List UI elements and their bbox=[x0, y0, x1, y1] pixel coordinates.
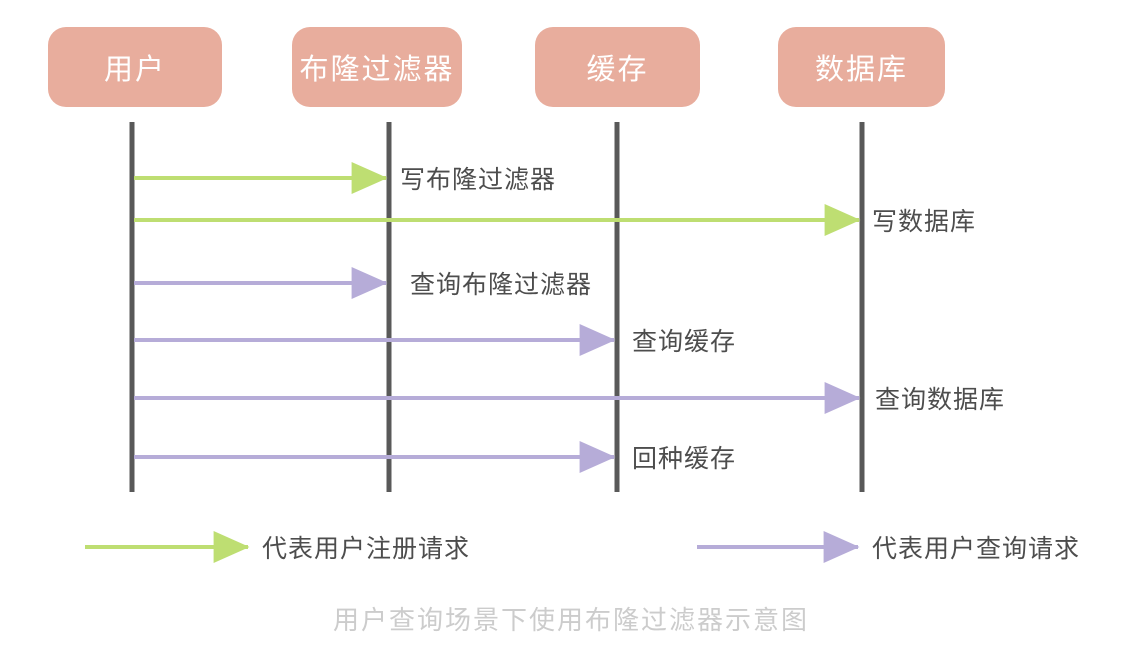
actor-box-db[interactable]: 数据库 bbox=[778, 27, 945, 107]
message-label-5: 查询数据库 bbox=[875, 387, 1006, 414]
lifelines-group bbox=[129, 122, 865, 492]
actor-box-user[interactable]: 用户 bbox=[48, 27, 222, 107]
actor-box-cache[interactable]: 缓存 bbox=[535, 27, 700, 107]
legend-label-register: 代表用户注册请求 bbox=[262, 536, 471, 563]
actor-label-db: 数据库 bbox=[814, 54, 908, 86]
diagram-caption: 用户查询场景下使用布隆过滤器示意图 bbox=[332, 605, 809, 635]
message-label-4: 查询缓存 bbox=[632, 329, 737, 356]
message-label-6: 回种缓存 bbox=[632, 446, 737, 473]
actor-label-cache: 缓存 bbox=[586, 54, 649, 86]
message-arrows-group bbox=[134, 162, 861, 473]
actor-label-bloom: 布隆过滤器 bbox=[299, 54, 455, 86]
message-label-1: 写布隆过滤器 bbox=[400, 167, 557, 194]
message-label-3: 查询布隆过滤器 bbox=[410, 272, 593, 299]
legend-label-query: 代表用户查询请求 bbox=[872, 536, 1081, 563]
message-label-2: 写数据库 bbox=[872, 209, 977, 236]
actor-box-bloom[interactable]: 布隆过滤器 bbox=[292, 27, 462, 107]
actor-label-user: 用户 bbox=[103, 54, 166, 86]
